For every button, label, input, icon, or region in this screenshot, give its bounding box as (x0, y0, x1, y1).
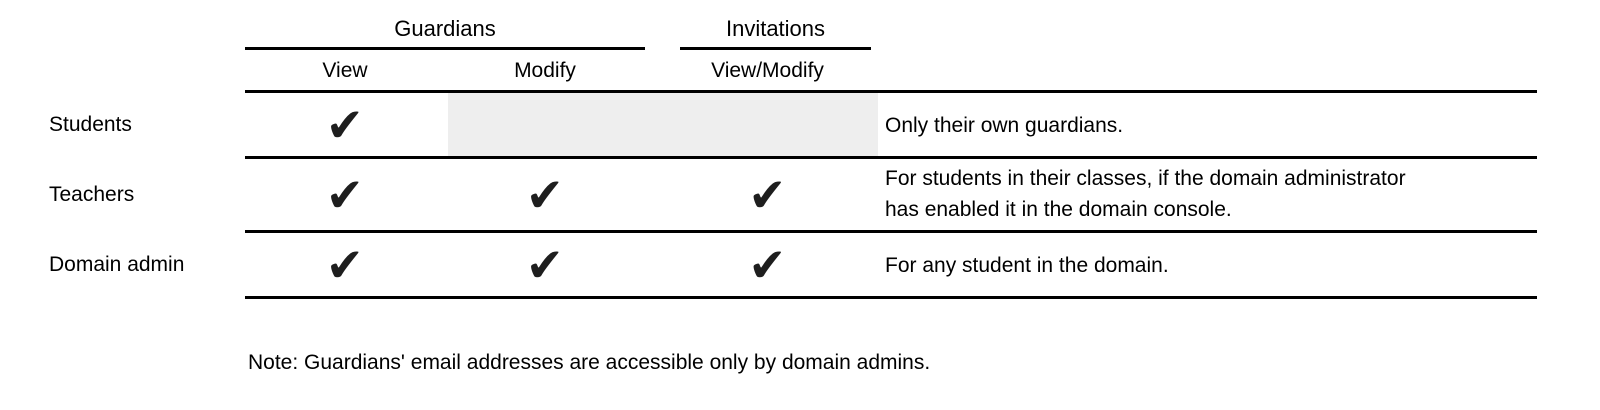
disabled-cell-students-modify-invitations (448, 93, 878, 156)
column-header-modify: Modify (514, 59, 576, 82)
invitations-underline (680, 47, 871, 50)
row-label-students: Students (49, 113, 132, 136)
row-label-teachers: Teachers (49, 183, 135, 206)
column-group-invitations: Invitations (725, 16, 826, 41)
check-icon-domain-admin-view: ✔ (324, 237, 366, 293)
note-students: Only their own guardians. (885, 114, 1124, 137)
footnote: Note: Guardians' email addresses are acc… (248, 351, 931, 374)
column-header-view-modify: View/Modify (711, 59, 824, 82)
row-label-domain-admin: Domain admin (49, 253, 185, 276)
check-icon-domain-admin-view-modify: ✔ (747, 237, 788, 293)
teachers-bottom-rule (245, 230, 1537, 233)
check-icon-teachers-view-modify: ✔ (747, 167, 788, 223)
guardians-underline (245, 47, 645, 50)
check-icon-students-view: ✔ (324, 97, 366, 153)
check-icon-teachers-view: ✔ (324, 167, 366, 223)
column-group-guardians: Guardians (394, 16, 496, 41)
students-bottom-rule (245, 156, 1537, 159)
column-header-view: View (322, 59, 368, 82)
domain-admin-bottom-rule (245, 296, 1537, 299)
check-icon-domain-admin-modify: ✔ (524, 237, 566, 293)
note-teachers: For students in their classes, if the do… (885, 167, 1406, 221)
note-domain-admin: For any student in the domain. (885, 254, 1169, 277)
check-icon-teachers-modify: ✔ (524, 167, 566, 223)
header-bottom-rule (245, 90, 1537, 93)
